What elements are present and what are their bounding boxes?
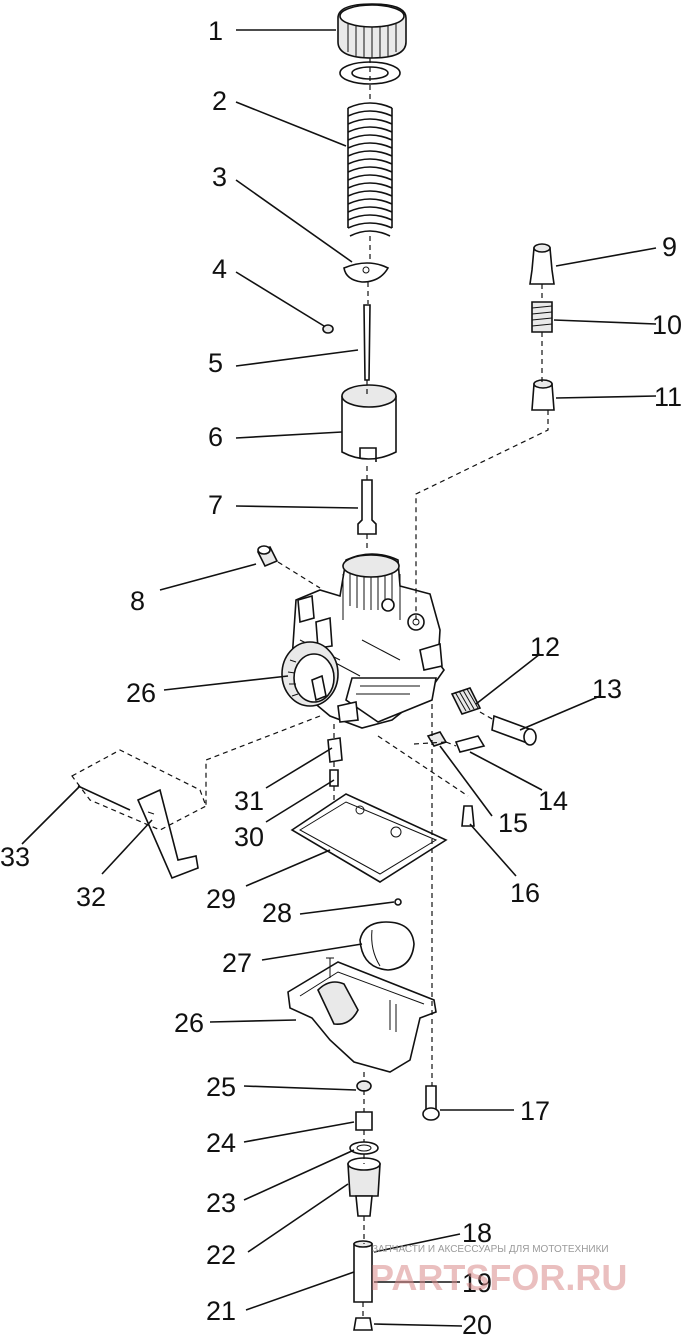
part-clip (322, 324, 334, 334)
part-needle-jet (357, 479, 377, 535)
label-21: 21 (206, 1296, 236, 1326)
part-float (359, 921, 415, 971)
assembly-lines (205, 58, 549, 1318)
label-6: 6 (208, 422, 223, 452)
label-13: 13 (592, 674, 622, 704)
part-number-labels: 1 2 3 4 5 6 7 8 9 10 11 12 13 14 15 16 1… (0, 16, 682, 1335)
label-31: 31 (234, 786, 264, 816)
label-3: 3 (212, 162, 227, 192)
label-14: 14 (538, 786, 568, 816)
label-19: 19 (462, 1268, 492, 1298)
part-plug (256, 545, 279, 568)
part-hose (136, 788, 199, 880)
part-jet-holder (347, 1157, 381, 1217)
part-ball (394, 898, 402, 906)
label-10: 10 (652, 310, 682, 340)
part-float-gasket (290, 793, 448, 883)
part-main-jet (355, 1111, 373, 1131)
part-pilot-jet (327, 737, 343, 787)
watermark: ЗАПЧАСТИ И АКСЕССУАРЫ ДЛЯ МОТОТЕХНИКИ PA… (370, 1244, 627, 1298)
label-4: 4 (212, 254, 227, 284)
part-pilot-spring (450, 687, 482, 715)
part-cap-nut (531, 379, 555, 411)
part-spring (347, 102, 393, 237)
label-15: 15 (498, 808, 528, 838)
label-9: 9 (662, 232, 677, 262)
part-drain-screw (422, 1085, 440, 1121)
part-intake-ring (281, 641, 339, 707)
label-18: 18 (462, 1218, 492, 1248)
label-12: 12 (530, 632, 560, 662)
part-needle-plate (343, 262, 390, 283)
part-small-jet (461, 805, 475, 827)
part-washer (349, 1141, 379, 1155)
part-end-cap (353, 1317, 373, 1331)
label-23: 23 (206, 1188, 236, 1218)
label-25: 25 (206, 1072, 236, 1102)
part-o-ring-small (356, 1080, 372, 1092)
part-jet-needle (363, 304, 371, 381)
label-8: 8 (130, 586, 145, 616)
label-17: 17 (520, 1096, 550, 1126)
label-30: 30 (234, 822, 264, 852)
part-bracket-outline (71, 749, 207, 831)
part-pilot-screw (491, 714, 537, 746)
label-7: 7 (208, 490, 223, 520)
label-22: 22 (206, 1240, 236, 1270)
part-float-bowl (287, 957, 437, 1073)
label-29: 29 (206, 884, 236, 914)
part-bracket-clip (77, 785, 131, 811)
label-33: 33 (0, 842, 30, 872)
label-24: 24 (206, 1128, 236, 1158)
part-throttle-valve (341, 384, 397, 462)
label-26b: 26 (174, 1008, 204, 1038)
watermark-subtitle: ЗАПЧАСТИ И АКСЕССУАРЫ ДЛЯ МОТОТЕХНИКИ (372, 1244, 609, 1255)
part-tube (353, 1240, 373, 1303)
label-28: 28 (262, 898, 292, 928)
label-26a: 26 (126, 678, 156, 708)
watermark-brand: PARTSFOR.RU (370, 1257, 627, 1298)
leader-lines (21, 29, 657, 1327)
label-16: 16 (510, 878, 540, 908)
label-2: 2 (212, 86, 227, 116)
label-32: 32 (76, 882, 106, 912)
part-cable-adjuster (529, 243, 555, 285)
label-5: 5 (208, 348, 223, 378)
label-1: 1 (208, 16, 223, 46)
part-cap (337, 3, 407, 59)
label-11: 11 (654, 382, 682, 412)
part-small-spring (531, 301, 553, 333)
label-20: 20 (462, 1310, 492, 1335)
label-27: 27 (222, 948, 252, 978)
